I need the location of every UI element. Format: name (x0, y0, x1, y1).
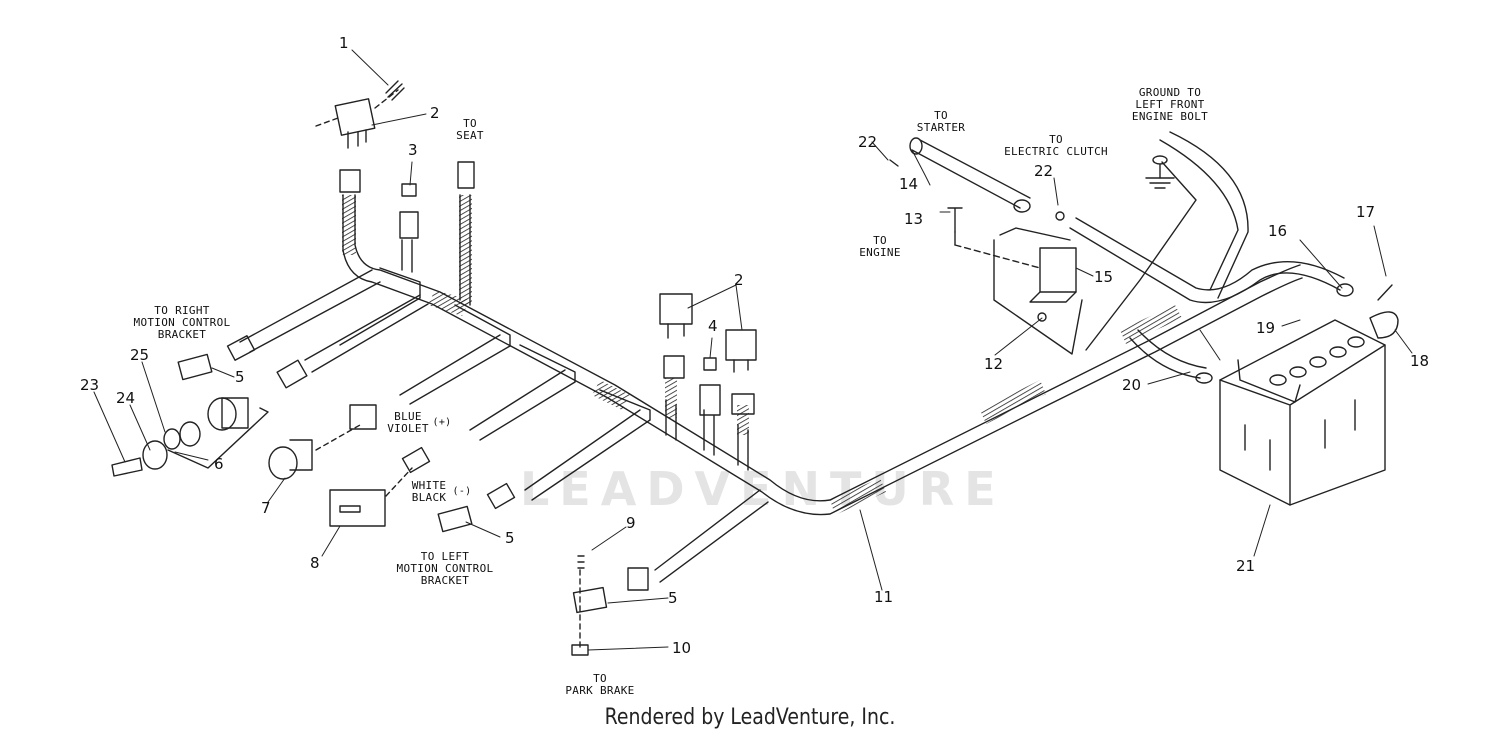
main-harness (342, 194, 1303, 516)
screw-item-1 (385, 80, 405, 101)
note-to-park-brake: TO PARK BRAKE (565, 672, 635, 697)
callout-1: 1 (339, 34, 349, 52)
callout-22a: 22 (858, 133, 878, 151)
harness-loom-hatching (342, 195, 1182, 515)
branch-right-motion (239, 267, 769, 583)
leader-lines (93, 49, 1413, 651)
starter-cable (889, 137, 1031, 213)
callout-21: 21 (1236, 557, 1256, 575)
callout-19: 19 (1256, 319, 1276, 337)
callout-15: 15 (1094, 268, 1114, 286)
note-white-black: WHITE BLACK (411, 479, 447, 504)
note-minus: (-) (452, 486, 472, 497)
callout-12: 12 (984, 355, 1004, 373)
callout-9: 9 (626, 514, 636, 532)
ignition-switch-group (111, 353, 608, 656)
note-to-engine: TO ENGINE (859, 234, 901, 259)
note-ground: GROUND TO LEFT FRONT ENGINE BOLT (1131, 86, 1209, 123)
fuse-item-4 (703, 357, 717, 371)
callout-5c: 5 (668, 589, 678, 607)
callout-10: 10 (672, 639, 692, 657)
callout-8: 8 (310, 554, 320, 572)
callout-7: 7 (261, 499, 271, 517)
callout-3: 3 (408, 141, 418, 159)
credit-line: Rendered by LeadVenture, Inc. (604, 705, 896, 730)
callout-17: 17 (1356, 203, 1376, 221)
callout-2a: 2 (430, 104, 440, 122)
note-blue-violet: BLUE VIOLET (387, 410, 429, 435)
callout-22b: 22 (1034, 162, 1054, 180)
callout-5a: 5 (235, 368, 245, 386)
callout-25: 25 (130, 346, 150, 364)
relay-top (315, 89, 399, 149)
cable-20 (1129, 329, 1213, 384)
callout-13: 13 (904, 210, 924, 228)
battery (1219, 319, 1386, 506)
note-to-right-motion: TO RIGHT MOTION CONTROL BRACKET (133, 304, 231, 341)
callout-4: 4 (708, 317, 718, 335)
note-plus: (+) (432, 417, 452, 428)
ground-cable (1085, 131, 1249, 351)
note-to-seat: TO SEAT (456, 117, 484, 142)
callout-18: 18 (1410, 352, 1430, 370)
relay-middle (659, 293, 757, 373)
callout-2b: 2 (734, 271, 744, 289)
note-to-electric-clutch: TO ELECTRIC CLUTCH (1004, 133, 1108, 158)
callout-24: 24 (116, 389, 136, 407)
callout-20: 20 (1122, 376, 1142, 394)
branch-connectors (226, 161, 755, 591)
battery-terminal-cover (1369, 284, 1399, 339)
fuse-item-3 (401, 183, 417, 197)
note-to-left-motion: TO LEFT MOTION CONTROL BRACKET (396, 550, 494, 587)
callout-5b: 5 (505, 529, 515, 547)
battery-cable-16 (1069, 217, 1354, 304)
callout-23: 23 (80, 376, 100, 394)
callout-11: 11 (874, 588, 894, 606)
callout-6: 6 (214, 455, 224, 473)
callout-14: 14 (899, 175, 919, 193)
note-to-starter: TO STARTER (916, 109, 966, 134)
callout-16: 16 (1268, 222, 1288, 240)
solenoid-group (947, 207, 1083, 355)
